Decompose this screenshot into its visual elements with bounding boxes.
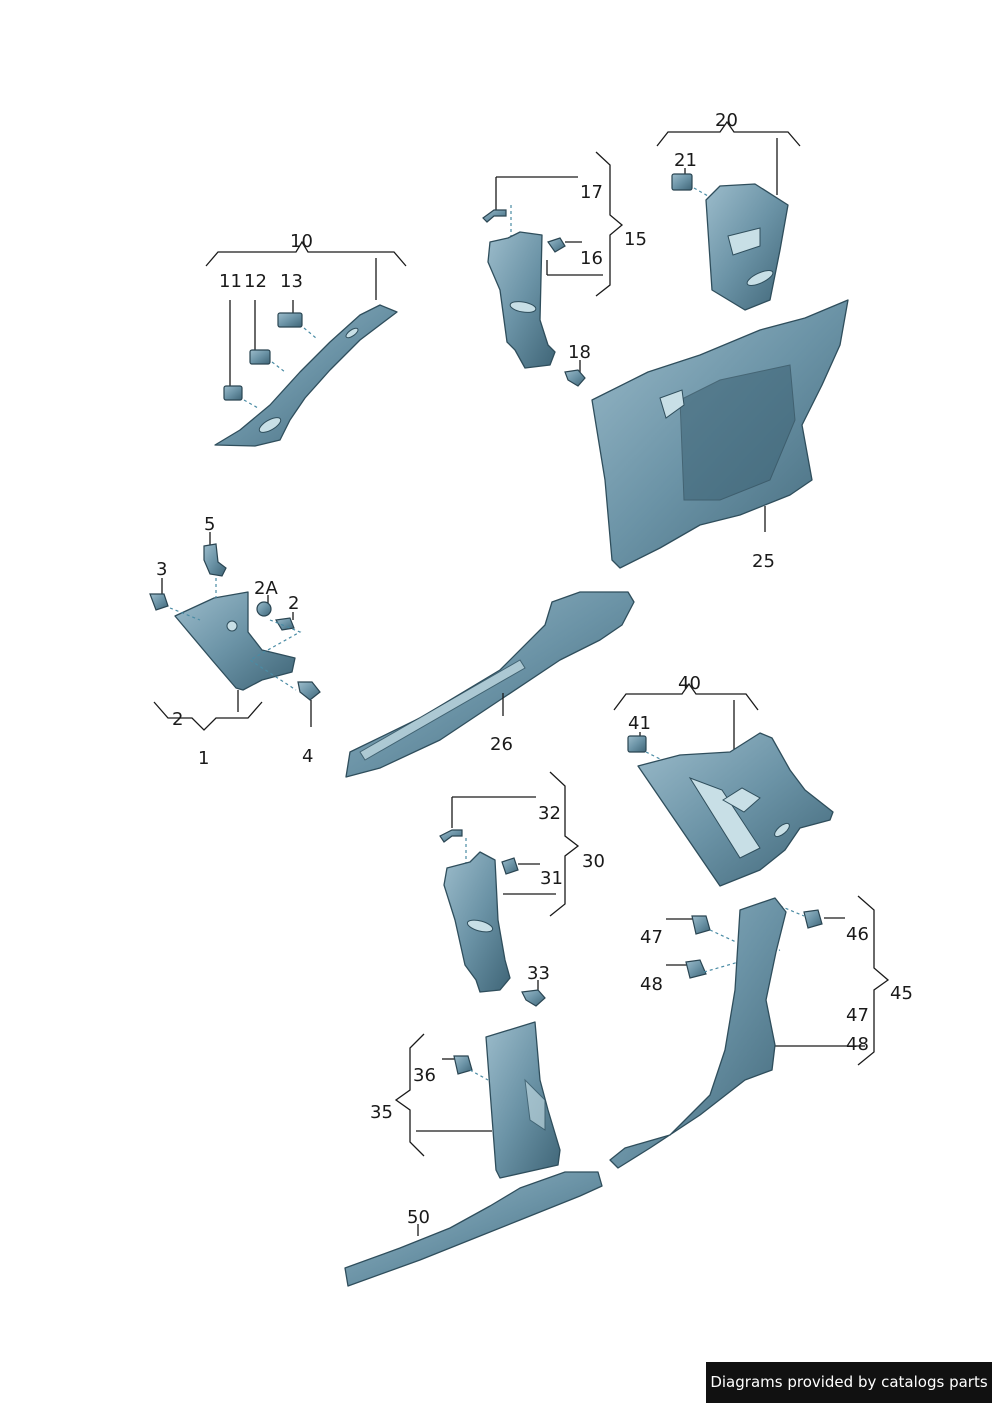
a-pillar-trim — [214, 304, 398, 447]
clip-12 — [249, 349, 271, 365]
clip-36 — [453, 1055, 473, 1075]
footer-credit-text: Diagrams provided by catalogs parts — [710, 1373, 988, 1391]
label-2A: 2A — [254, 578, 278, 599]
label-32: 32 — [538, 803, 561, 824]
label-30: 30 — [582, 851, 605, 872]
a-pillar-trim-group — [205, 240, 407, 447]
label-10: 10 — [290, 231, 313, 252]
label-45: 45 — [890, 983, 913, 1004]
screw-4 — [297, 681, 321, 701]
label-2-screw: 2 — [288, 593, 299, 614]
c-pillar-rear-trim — [609, 897, 787, 1169]
screw-18 — [564, 369, 586, 387]
screw-33 — [521, 989, 546, 1007]
clip-13 — [277, 312, 303, 328]
rear-quarter-lower-trim-group — [613, 682, 834, 887]
b-pillar-upper-trim-group — [482, 151, 624, 387]
label-26: 26 — [490, 734, 513, 755]
label-46: 46 — [846, 924, 869, 945]
clip-46 — [803, 909, 823, 929]
nut-2A — [256, 601, 272, 617]
screw-17 — [482, 209, 507, 223]
label-40: 40 — [678, 673, 701, 694]
rear-sill-trim-group — [344, 1171, 603, 1287]
part-number-labels: 10 11 12 13 17 15 16 18 20 21 25 5 3 2A … — [156, 110, 913, 1228]
clip-21 — [671, 173, 693, 191]
label-16: 16 — [580, 248, 603, 269]
label-47-left: 47 — [640, 927, 663, 948]
clip-48 — [685, 959, 707, 979]
bracket-5 — [203, 543, 227, 577]
label-17: 17 — [580, 182, 603, 203]
label-48-right: 48 — [846, 1034, 869, 1055]
label-35: 35 — [370, 1102, 393, 1123]
label-41: 41 — [628, 713, 651, 734]
label-15: 15 — [624, 229, 647, 250]
c-pillar-rear-trim-group — [609, 895, 890, 1169]
label-11: 11 — [219, 271, 242, 292]
label-12: 12 — [244, 271, 267, 292]
b-pillar-upper-trim — [487, 231, 556, 369]
footer-banner — [706, 1362, 992, 1403]
label-4: 4 — [302, 746, 313, 767]
label-47-right: 47 — [846, 1005, 869, 1026]
rear-quarter-lower-trim — [637, 732, 834, 887]
clip-47 — [691, 915, 711, 935]
label-5: 5 — [204, 514, 215, 535]
label-21: 21 — [674, 150, 697, 171]
label-1: 1 — [198, 748, 209, 769]
clip-41 — [627, 735, 647, 753]
a-pillar-lower-trim — [174, 591, 296, 691]
label-25: 25 — [752, 551, 775, 572]
label-13: 13 — [280, 271, 303, 292]
label-3: 3 — [156, 559, 167, 580]
c-pillar-upper-trim-group — [656, 120, 801, 311]
label-2-brace: 2 — [172, 709, 183, 730]
a-pillar-lower-trim-group — [149, 532, 321, 731]
clip-31 — [501, 857, 519, 875]
label-20: 20 — [715, 110, 738, 131]
label-18: 18 — [568, 342, 591, 363]
screw-2 — [275, 617, 295, 631]
c-pillar-lower-trim-group — [394, 1021, 561, 1179]
label-31: 31 — [540, 868, 563, 889]
clip-3 — [149, 593, 169, 611]
screw-32 — [439, 829, 463, 843]
label-36: 36 — [413, 1065, 436, 1086]
sill-trim-group — [345, 591, 635, 778]
rear-sill-trim-50 — [344, 1171, 603, 1287]
rear-side-trim-group — [591, 299, 849, 569]
b-pillar-lower-trim-group — [439, 771, 580, 1007]
label-33: 33 — [527, 963, 550, 984]
clip-16 — [547, 237, 566, 253]
c-pillar-lower-trim — [485, 1021, 561, 1179]
label-48-left: 48 — [640, 974, 663, 995]
label-50: 50 — [407, 1207, 430, 1228]
clip-11 — [223, 385, 243, 401]
